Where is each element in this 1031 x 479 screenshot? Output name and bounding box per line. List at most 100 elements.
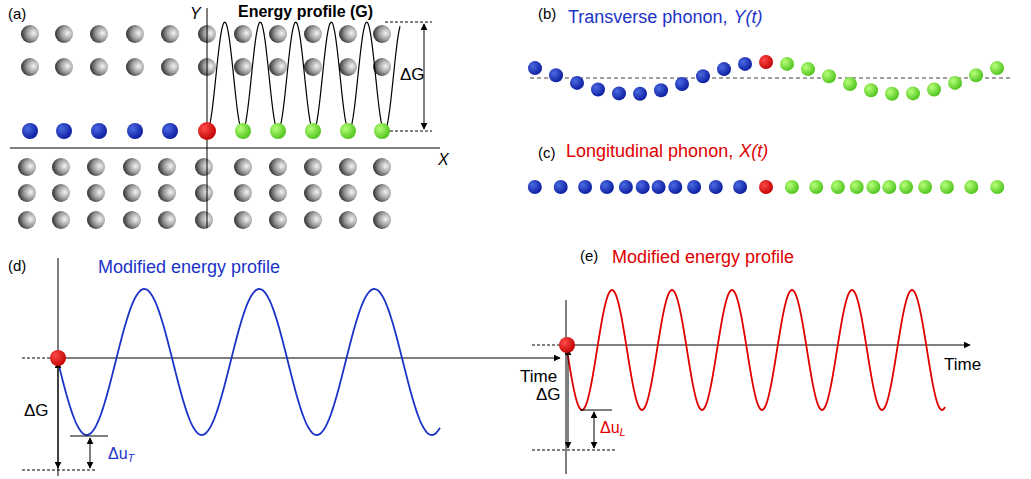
blue-atom (709, 180, 723, 194)
blue-atom (549, 68, 563, 82)
grey-atom (123, 211, 141, 229)
blue-atom (570, 76, 584, 90)
green-atom (864, 83, 878, 97)
grey-atom (339, 211, 357, 229)
grey-atom (126, 58, 144, 76)
green-atom (990, 61, 1004, 75)
grey-atom (269, 58, 287, 76)
grey-atom (21, 58, 39, 76)
blue-atom (675, 77, 689, 91)
green-atom (831, 180, 845, 194)
grey-atom (52, 211, 70, 229)
delta-label: ΔG (536, 386, 561, 403)
grey-atom (339, 184, 357, 202)
grey-atom (304, 184, 322, 202)
grey-atom (234, 25, 252, 43)
blue-atom (127, 123, 143, 139)
baseline (530, 78, 1010, 79)
green-atom (850, 180, 864, 194)
grey-atom (234, 211, 252, 229)
grey-atom (87, 158, 105, 176)
blue-atom (600, 180, 614, 194)
blue-atom (633, 87, 647, 101)
grey-atom (269, 211, 287, 229)
grey-atom (52, 184, 70, 202)
grey-atom (373, 211, 391, 229)
panel-title: X(t) (739, 142, 768, 160)
grey-atom (304, 25, 322, 43)
blue-atom (22, 123, 38, 139)
grey-atom (87, 211, 105, 229)
grey-atom (339, 58, 357, 76)
grey-atom (18, 158, 36, 176)
delta-u-arrow (594, 412, 595, 448)
panel-title: Longitudinal phonon, (566, 142, 733, 160)
panel-title: Y(t) (733, 8, 762, 26)
grey-atom (158, 184, 176, 202)
blue-atom (56, 123, 72, 139)
grey-atom (269, 158, 287, 176)
grey-atom (304, 58, 322, 76)
grey-atom (123, 184, 141, 202)
grey-atom (195, 158, 213, 176)
green-atom (927, 83, 941, 97)
blue-atom (687, 180, 701, 194)
blue-atom (162, 123, 178, 139)
green-atom (305, 123, 321, 139)
green-atom (235, 123, 251, 139)
green-atom (866, 180, 880, 194)
blue-atom (738, 57, 752, 71)
blue-atom (668, 180, 682, 194)
grey-atom (373, 25, 391, 43)
delta-label: Δu (108, 446, 128, 462)
panel-letter: (d) (8, 258, 26, 273)
green-atom (270, 123, 286, 139)
time-axis (58, 358, 560, 359)
green-atom (882, 180, 896, 194)
grey-atom (234, 158, 252, 176)
green-atom (906, 86, 920, 100)
panel-title: Modified energy profile (98, 258, 280, 276)
blue-atom (528, 180, 542, 194)
y-axis (566, 300, 567, 474)
longitudinal-chain (528, 180, 1004, 194)
energy-curve (567, 290, 945, 410)
green-atom (964, 180, 978, 194)
green-atom (899, 180, 913, 194)
red-atom (759, 180, 773, 194)
green-atom (918, 180, 932, 194)
blue-atom (619, 180, 633, 194)
blue-atom (717, 62, 731, 76)
blue-atom (528, 61, 542, 75)
green-atom (940, 180, 954, 194)
grey-atom (373, 158, 391, 176)
delta-label: ΔG (24, 402, 49, 419)
panel-letter: (a) (8, 6, 26, 21)
grey-atom (234, 58, 252, 76)
axis-label: Time (944, 356, 981, 373)
axis-label: Time (520, 368, 557, 385)
y-axis (58, 258, 59, 476)
green-atom (843, 77, 857, 91)
min-guide (70, 436, 108, 437)
green-atom (374, 123, 390, 139)
blue-atom (652, 180, 666, 194)
grey-atom (195, 211, 213, 229)
lattice-atoms (18, 25, 391, 229)
blue-atom (91, 123, 107, 139)
grey-atom (158, 211, 176, 229)
panel-title: Modified energy profile (612, 248, 794, 266)
energy-curve (58, 289, 440, 435)
delta-label: Δu (600, 420, 620, 436)
delta-g-arrow (568, 349, 569, 448)
grey-atom (55, 25, 73, 43)
grey-atom (123, 158, 141, 176)
green-atom (969, 68, 983, 82)
panel-title: Energy profile (G) (238, 4, 373, 20)
grey-atom (234, 184, 252, 202)
energy-curve (207, 22, 400, 131)
panel-letter: (e) (580, 248, 598, 263)
blue-atom (578, 180, 592, 194)
blue-atom (612, 86, 626, 100)
